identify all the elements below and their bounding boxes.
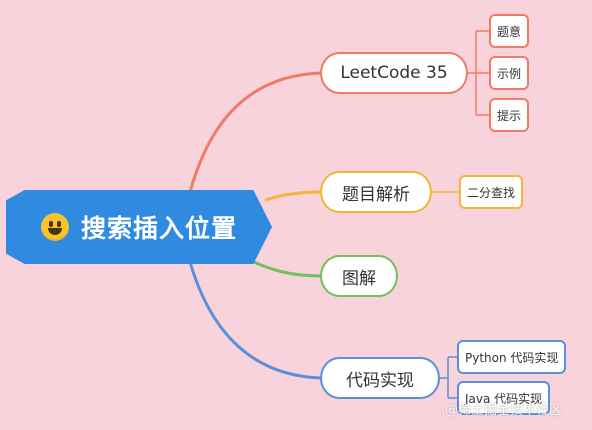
branch-analysis[interactable]: 题目解析 [320, 171, 432, 213]
link-root-leetcode [188, 71, 323, 193]
branch-analysis-label: 题目解析 [342, 184, 410, 205]
leaf-python-code[interactable]: Python 代码实现 [457, 340, 567, 374]
leaf-binary-search-label: 二分查找 [467, 185, 516, 200]
watermark: @稀土掘金技术社区 [444, 403, 562, 418]
branch-illustration[interactable]: 图解 [320, 255, 398, 297]
leaf-example-label: 示例 [497, 66, 522, 81]
link-leetcode-children [468, 30, 490, 116]
branch-leetcode-label: LeetCode 35 [340, 63, 448, 83]
branch-leetcode[interactable]: LeetCode 35 [320, 52, 468, 94]
leaf-hint-label: 提示 [497, 108, 522, 123]
leaf-binary-search[interactable]: 二分查找 [459, 175, 524, 209]
branch-code[interactable]: 代码实现 [320, 357, 440, 399]
root-topic[interactable]: 搜索插入位置 [6, 190, 272, 264]
leaf-problem-meaning[interactable]: 题意 [489, 14, 530, 48]
link-root-illustration [244, 256, 323, 278]
link-root-code [188, 261, 323, 380]
branch-code-label: 代码实现 [346, 370, 414, 391]
leaf-java-code-label: Java 代码实现 [465, 391, 543, 406]
leaf-hint[interactable]: 提示 [489, 98, 530, 132]
grinning-face-icon [40, 213, 69, 241]
link-code-children [440, 356, 458, 399]
leaf-example[interactable]: 示例 [489, 56, 530, 90]
branch-illustration-label: 图解 [342, 268, 376, 289]
leaf-problem-meaning-label: 题意 [497, 24, 522, 39]
leaf-java-code[interactable]: Java 代码实现 [457, 381, 551, 415]
link-root-analysis [264, 190, 323, 202]
leaf-python-code-label: Python 代码实现 [465, 350, 559, 365]
root-topic-label: 搜索插入位置 [80, 214, 237, 243]
